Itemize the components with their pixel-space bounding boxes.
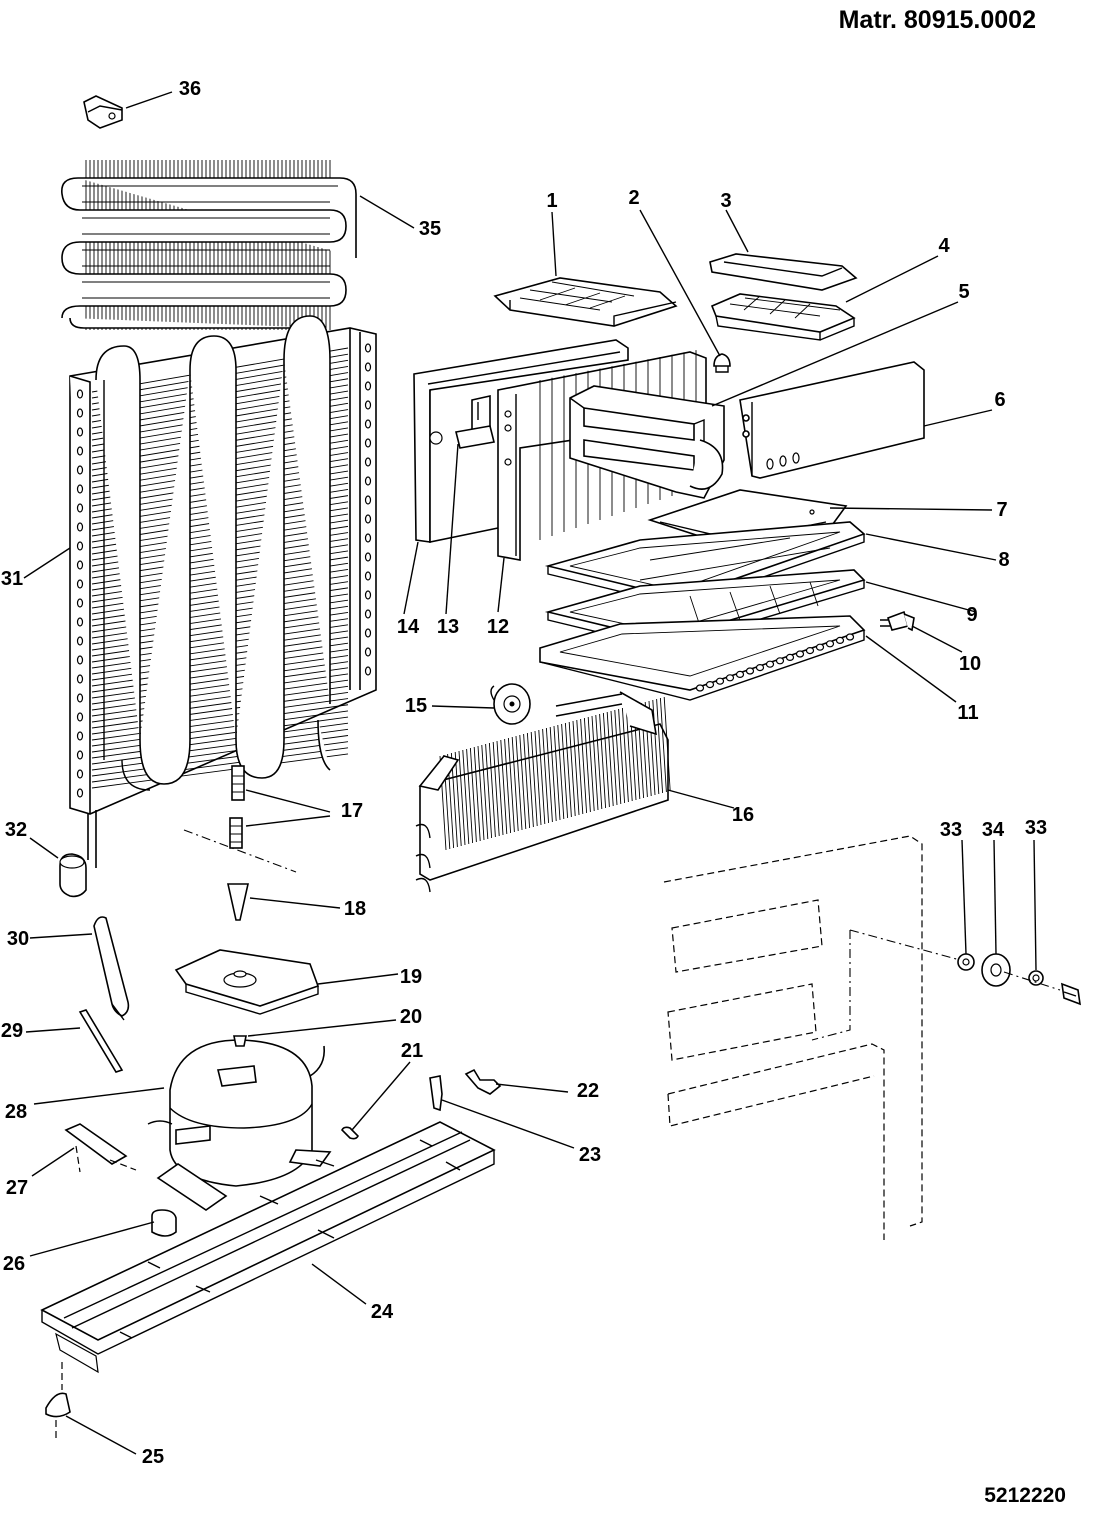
callout-label: 17 <box>341 800 363 822</box>
condenser-panel-part <box>69 315 377 868</box>
callout-label: 30 <box>7 928 29 950</box>
thermostat-knob-part <box>490 683 531 725</box>
grommet-part <box>59 853 87 898</box>
callout-label: 12 <box>487 616 509 638</box>
freezer-frame-part <box>413 339 629 543</box>
clip-part <box>64 1123 137 1173</box>
callout-label: 28 <box>5 1101 27 1123</box>
leader-lines <box>23 91 1037 1455</box>
callout-label: 33 <box>1025 817 1047 839</box>
callout-label: 16 <box>732 804 754 826</box>
callout-label: 33 <box>940 819 962 841</box>
clamp-part <box>464 1068 502 1095</box>
base-plate-part <box>40 1121 496 1374</box>
door-outline-part <box>663 835 961 1240</box>
callout-label: 5 <box>958 281 969 303</box>
ice-tray-part <box>493 277 678 327</box>
callout-label: 36 <box>179 78 201 100</box>
callout-label: 2 <box>628 187 639 209</box>
callout-label: 34 <box>982 819 1005 841</box>
callout-label: 31 <box>1 568 23 590</box>
callout-label: 7 <box>996 499 1007 521</box>
callout-label: 18 <box>344 898 366 920</box>
callout-label: 3 <box>720 190 731 212</box>
callout-label: 8 <box>998 549 1009 571</box>
drip-tray-part <box>174 949 320 1015</box>
material-number: Matr. 80915.0002 <box>838 6 1036 34</box>
bracket-part <box>429 1075 443 1112</box>
tube-part <box>78 1009 124 1073</box>
freezer-base-part <box>539 615 866 701</box>
clip-part <box>341 1126 359 1140</box>
ice-tray-lid-part <box>709 253 858 291</box>
screw-part <box>880 610 915 632</box>
evaporator-coil-part <box>415 691 671 893</box>
foot-part <box>45 1362 71 1440</box>
callout-label: 24 <box>371 1301 394 1323</box>
callout-label: 6 <box>994 389 1005 411</box>
callout-label: 21 <box>401 1040 423 1062</box>
condenser-coil-part <box>61 160 357 330</box>
callout-label: 19 <box>400 966 422 988</box>
compressor-part <box>147 1035 332 1211</box>
callout-label: 32 <box>5 819 27 841</box>
evaporator-housing-part <box>569 385 725 499</box>
callout-label: 14 <box>397 616 420 638</box>
callout-label: 4 <box>938 235 950 257</box>
callout-label: 15 <box>405 695 427 717</box>
drawing-number: 5212220 <box>984 1484 1066 1507</box>
grommet-part <box>151 1209 177 1237</box>
washer-part <box>957 953 975 971</box>
callout-label: 13 <box>437 616 459 638</box>
callout-label: 1 <box>546 190 557 212</box>
capillary-tube-part <box>183 765 297 873</box>
callout-label: 26 <box>3 1253 25 1275</box>
callout-label: 20 <box>400 1006 422 1028</box>
grommet-part <box>227 883 249 921</box>
callout-label: 9 <box>966 604 977 626</box>
callout-label: 29 <box>1 1020 23 1042</box>
bracket-part <box>83 95 123 129</box>
filter-drier-part <box>93 916 130 1021</box>
callout-label: 23 <box>579 1144 601 1166</box>
callout-labels: 1 2 3 4 5 6 7 8 9 10 11 12 13 14 15 16 1… <box>1 78 1047 1468</box>
clip-part <box>455 395 495 449</box>
hinge-cap-part <box>981 953 1011 987</box>
callout-label: 11 <box>957 702 978 724</box>
ice-tray-part <box>710 293 856 341</box>
cover-part <box>739 361 925 479</box>
callout-label: 22 <box>577 1080 599 1102</box>
washer-part <box>1028 970 1044 986</box>
callout-label: 10 <box>959 653 981 675</box>
plug-part <box>713 353 731 373</box>
callout-label: 35 <box>419 218 441 240</box>
callout-label: 25 <box>142 1446 164 1468</box>
callout-label: 27 <box>6 1177 28 1199</box>
screw-part <box>1003 971 1081 1006</box>
